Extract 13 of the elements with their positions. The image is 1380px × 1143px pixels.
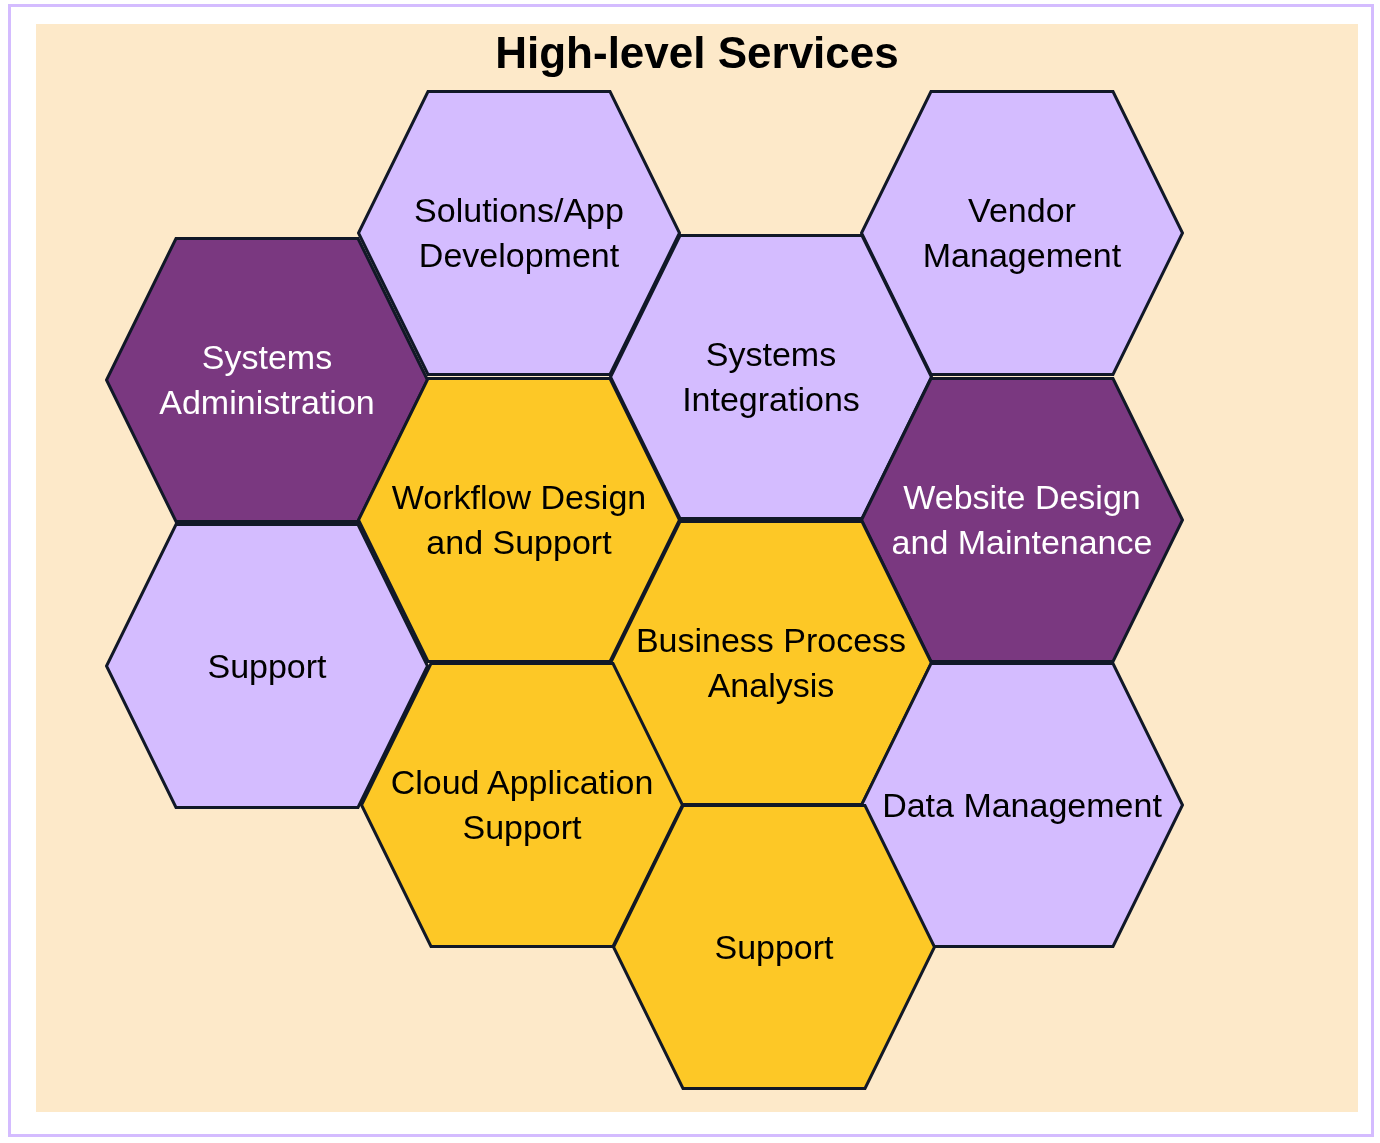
tile-label: Systems Integrations — [681, 334, 861, 420]
panel-title: High-level Services — [495, 28, 899, 78]
panel-background — [36, 24, 1358, 1112]
tile-label: Vendor Management — [921, 190, 1123, 276]
tile-label: Cloud Application Support — [389, 762, 655, 848]
tile-label: Support — [713, 926, 835, 968]
tile-label: Data Management — [881, 784, 1163, 826]
tile-label: Solutions/App Development — [413, 190, 625, 276]
tile-label: Systems Administration — [158, 337, 376, 423]
tile-label: Business Process Analysis — [634, 620, 908, 706]
tile-label: Support — [206, 645, 328, 687]
tile-label: Website Design and Maintenance — [890, 477, 1154, 563]
tile-label: Workflow Design and Support — [390, 477, 648, 563]
